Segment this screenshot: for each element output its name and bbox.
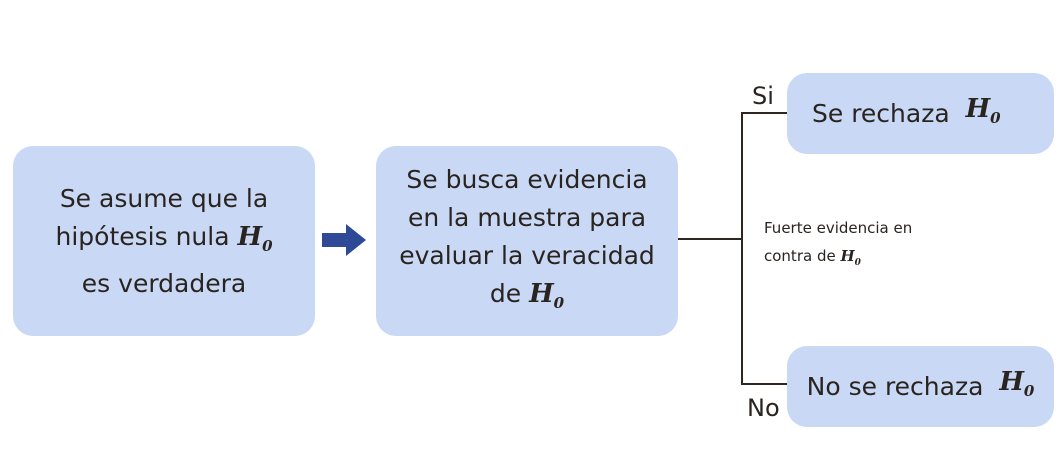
h0-symbol: H0: [965, 94, 1001, 127]
connector-no: [741, 383, 787, 385]
reject-text: Se rechaza: [812, 98, 950, 128]
assume-text: Se asume que la hipótesis nula: [55, 183, 269, 251]
evidence-text: Se busca evidencia en la muestra para ev…: [399, 164, 655, 308]
connector-horizontal: [678, 238, 743, 240]
connector-vertical: [741, 112, 743, 385]
reject-box: Se rechaza H0: [787, 73, 1054, 154]
connector-yes: [741, 112, 787, 114]
no-label: No: [747, 394, 780, 422]
h0-symbol: H0: [529, 278, 565, 312]
h0-symbol: H0: [999, 367, 1035, 400]
not-reject-box: No se rechaza H0: [787, 346, 1054, 427]
assume-null-box: Se asume que la hipótesis nula H0 es ver…: [13, 146, 315, 336]
assume-text-end: es verdadera: [81, 268, 247, 298]
seek-evidence-box: Se busca evidencia en la muestra para ev…: [376, 146, 678, 336]
not-reject-text: No se rechaza: [806, 371, 984, 401]
yes-label: Si: [752, 82, 774, 110]
condition-note: Fuerte evidencia en contra de H0: [764, 219, 913, 268]
arrow-right-icon: [322, 224, 366, 256]
h0-symbol: H0: [840, 247, 861, 268]
h0-symbol: H0: [237, 221, 273, 255]
